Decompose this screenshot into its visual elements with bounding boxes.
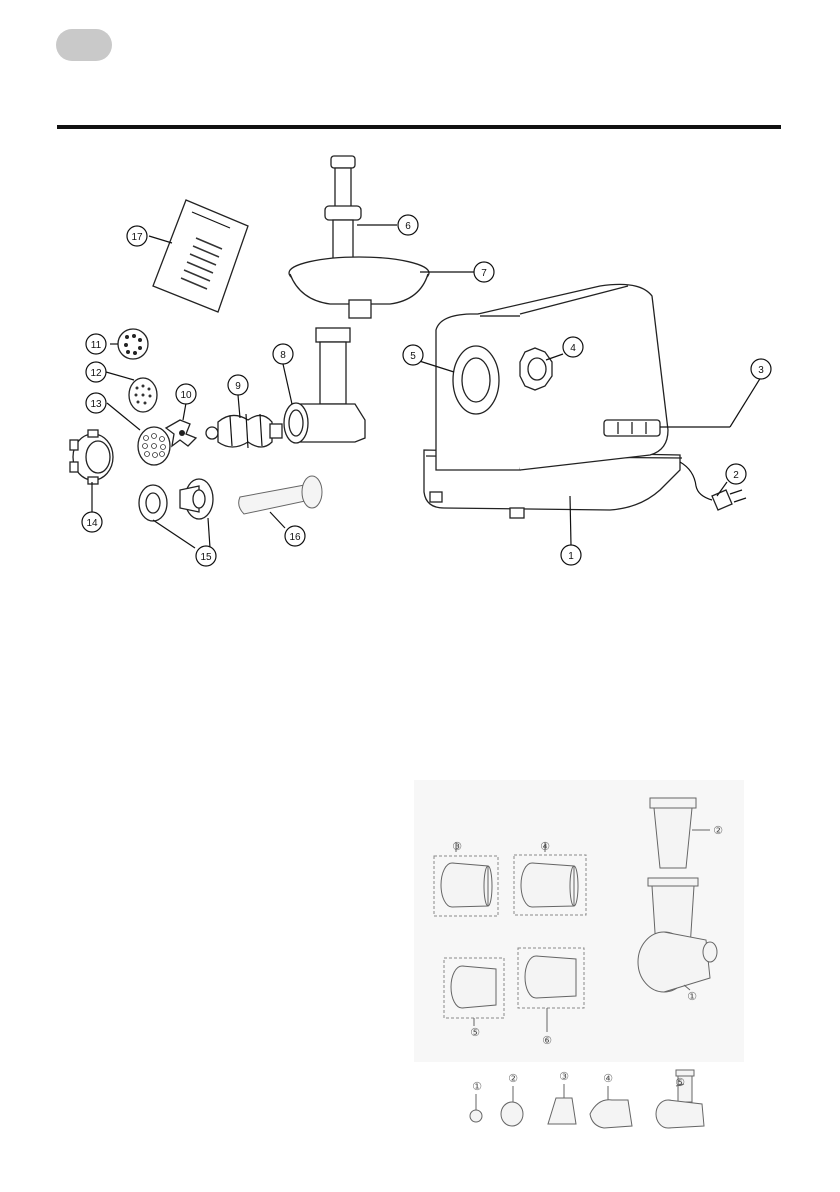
callout-11-label: 11 [91,340,102,351]
callout-6-label: 6 [405,221,411,232]
kebbe-accessory [139,479,213,521]
attachment-callout-1: ① [687,990,697,1003]
callout-4: 4 [563,337,583,357]
callout-16-label: 16 [289,532,301,543]
callout-14-label: 14 [86,518,98,529]
manual-booklet [153,200,248,312]
callout-16: 16 [285,526,305,546]
juicer-callout-5: ⑤ [675,1076,685,1089]
juicer-part-4 [590,1086,632,1128]
juicer-part-1 [470,1094,482,1122]
callout-1-label: 1 [568,551,574,562]
juicer-callout-1: ① [472,1080,482,1093]
attachment-callout-5: ⑤ [470,1026,480,1039]
callout-9: 9 [228,375,248,395]
attachment-callout-6: ⑥ [542,1034,552,1047]
callout-4-label: 4 [570,343,576,354]
sausage-nozzle [239,476,322,514]
callout-15: 15 [196,546,216,566]
callout-10-label: 10 [180,390,192,401]
callout-3-label: 3 [758,365,764,376]
juicer-callout-2: ② [508,1072,518,1085]
callout-5-label: 5 [410,351,416,362]
callout-17-label: 17 [131,232,143,243]
feeding-tray [289,257,429,318]
juicer-callout-3: ③ [559,1070,569,1083]
callout-13: 13 [86,393,106,413]
coarse-plate [118,329,148,359]
callout-15-label: 15 [200,552,212,563]
callout-2-label: 2 [733,470,739,481]
worm-screw [206,414,282,448]
attachment-callout-3: ③ [452,840,462,853]
callout-10: 10 [176,384,196,404]
callout-17: 17 [127,226,147,246]
callout-2: 2 [726,464,746,484]
medium-plate [129,378,157,412]
juicer-callout-4: ④ [603,1072,613,1085]
callout-9-label: 9 [235,381,241,392]
callout-7: 7 [474,262,494,282]
fine-plate [138,427,170,465]
callout-8: 8 [273,344,293,364]
motor-housing [424,284,682,518]
fixing-ring [70,430,113,484]
callout-11: 11 [86,334,106,354]
callout-12-label: 12 [90,368,102,379]
callout-14: 14 [82,512,102,532]
attachment-diagram: ③ ④ ⑤ ⑥ ② ① [414,780,744,1062]
attachment-callout-2: ② [713,824,723,837]
cutting-blade [166,420,196,446]
callout-12: 12 [86,362,106,382]
callout-3: 3 [751,359,771,379]
callout-8-label: 8 [280,350,286,361]
callout-7-label: 7 [481,268,487,279]
juicer-parts: ① ② ③ ④ ⑤ [470,1070,704,1128]
attachment-callout-4: ④ [540,840,550,853]
juicer-part-2 [501,1086,523,1126]
juicer-part-3 [548,1084,576,1124]
callout-1: 1 [561,545,581,565]
callout-6: 6 [398,215,418,235]
callout-5: 5 [403,345,423,365]
grinder-head [284,328,365,443]
callout-13-label: 13 [90,399,102,410]
